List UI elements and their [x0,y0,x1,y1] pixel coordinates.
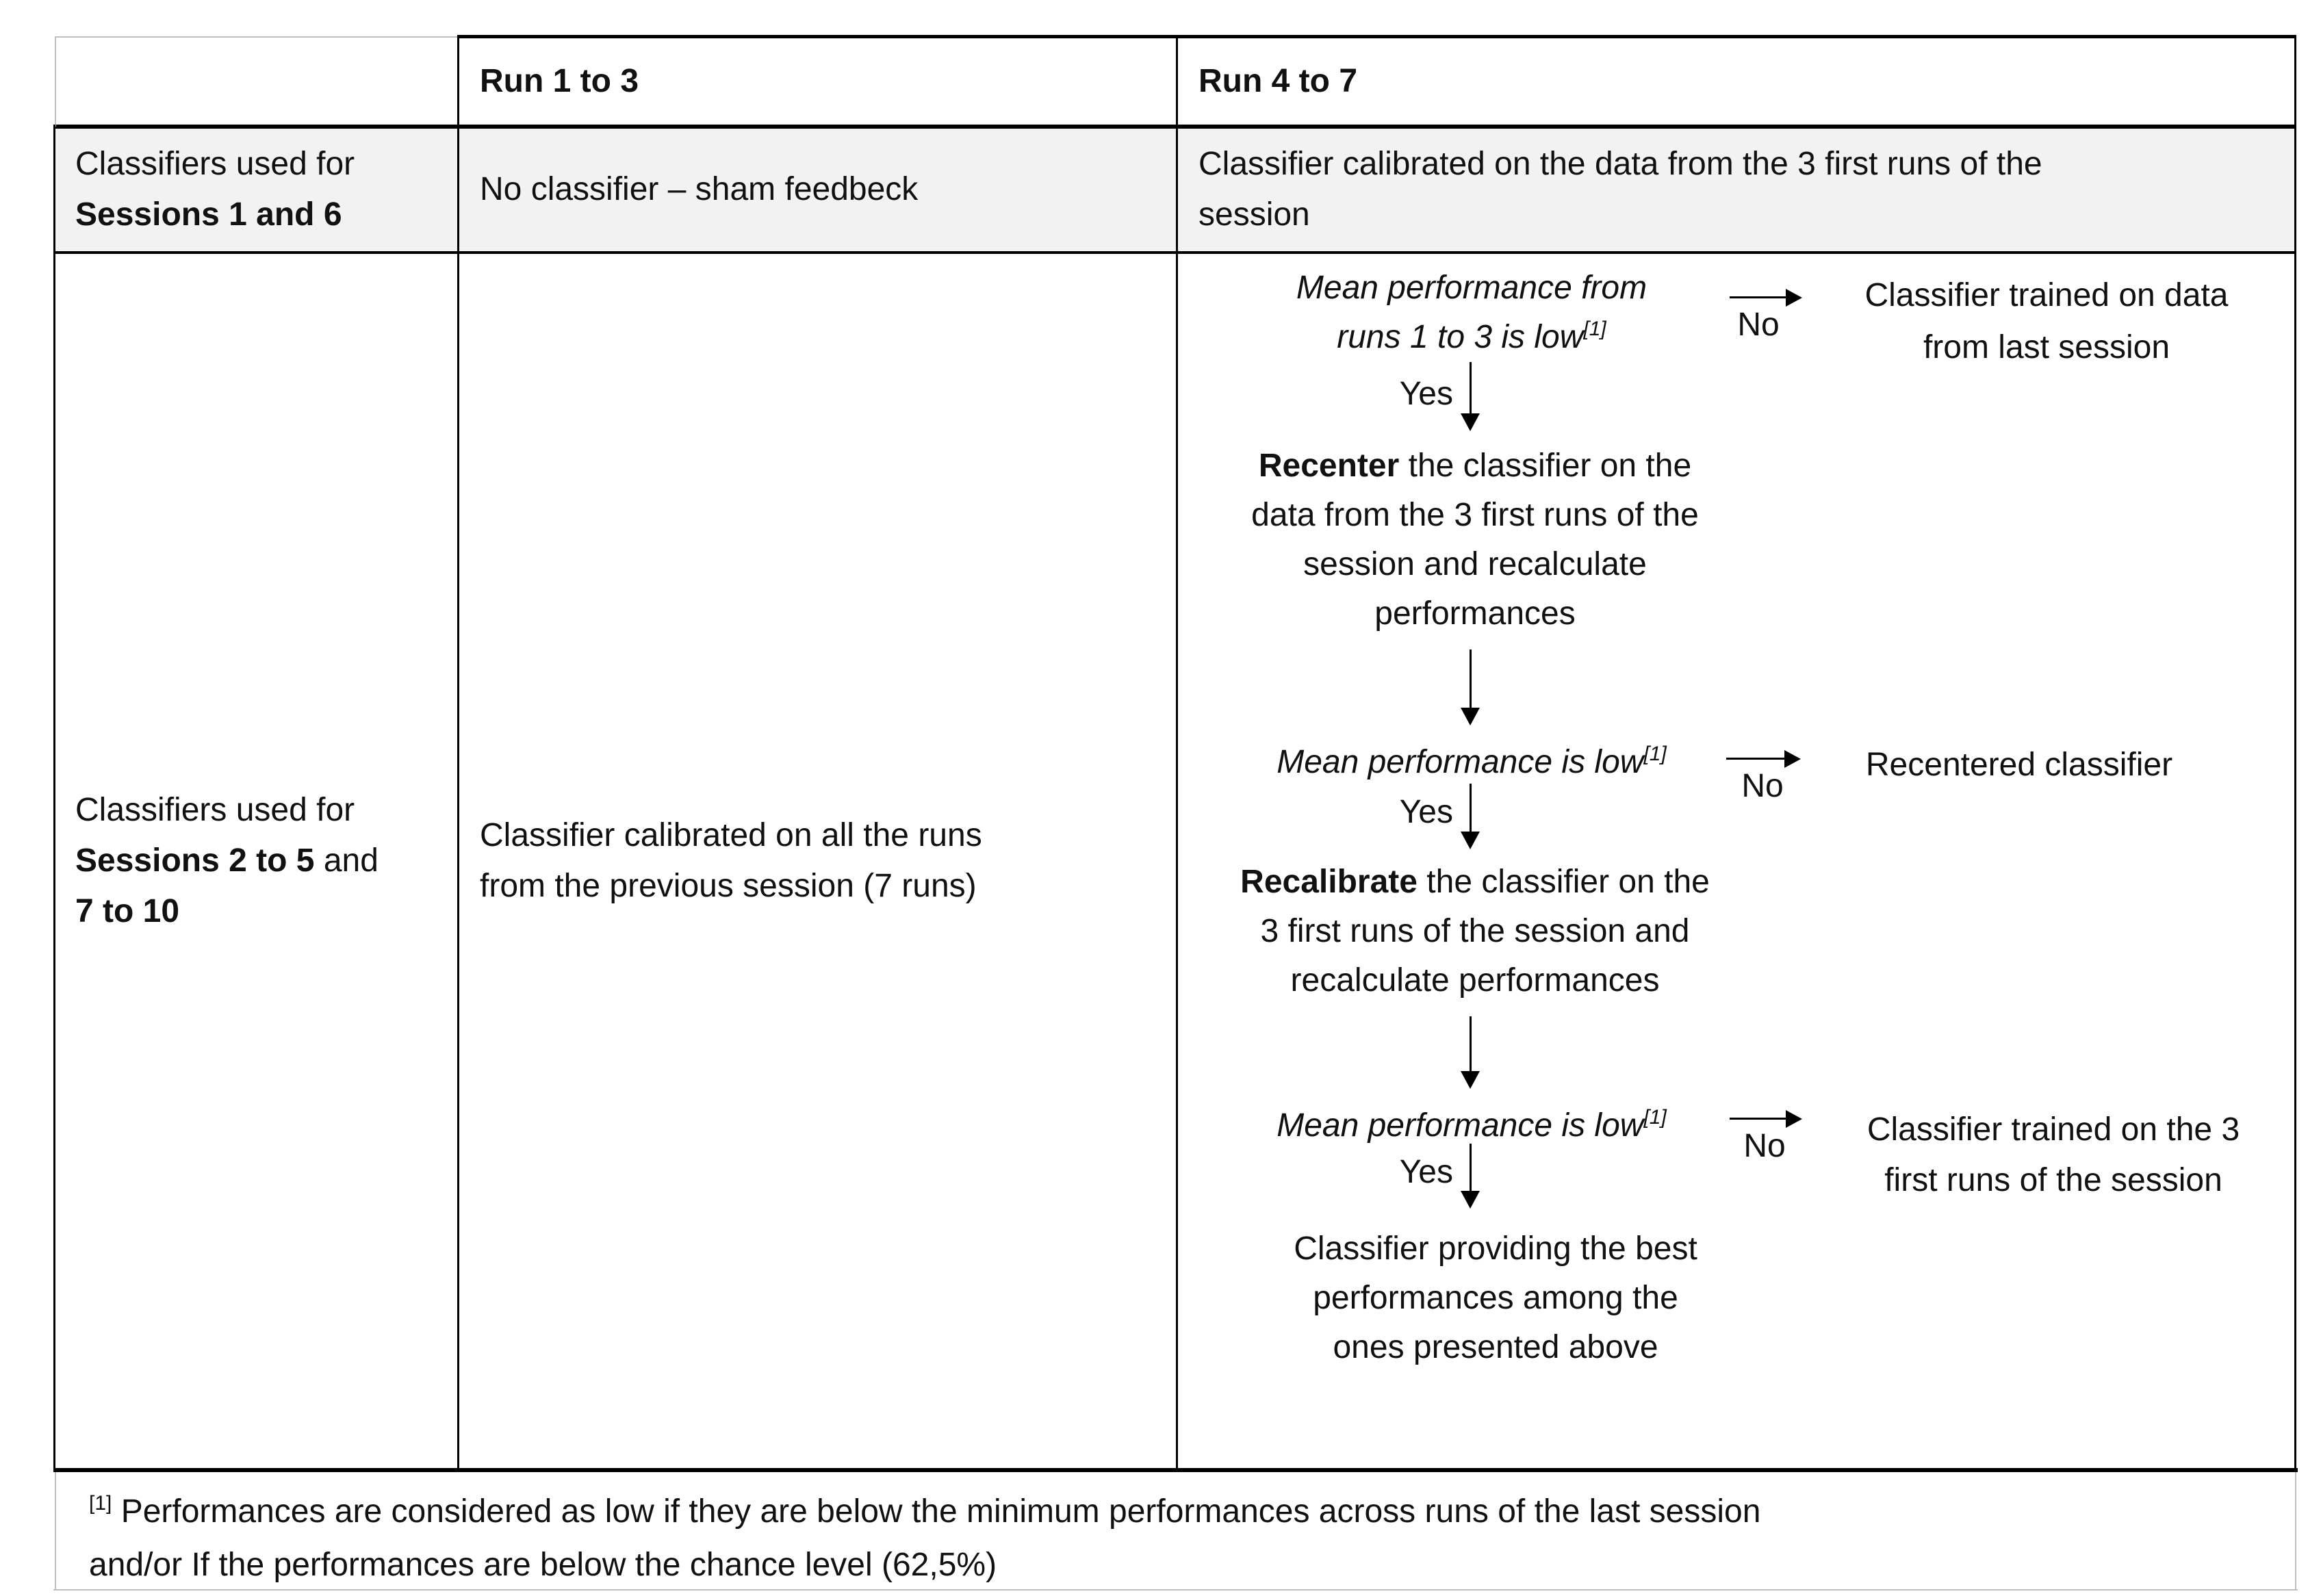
decision2-line: Mean performance is low[1] [1277,743,1667,781]
footnote-line1: [1] Performances are considered as low i… [89,1492,1761,1530]
border-row1-bottom [55,251,2296,254]
border-top [457,35,2296,38]
no1-label: No [1737,307,1780,343]
calibrated-3-first-runs-line2: session [1198,196,1310,233]
no2-label: No [1741,768,1784,804]
action1-line2: data from the 3 first runs of the [1251,497,1699,533]
calibrated-previous-line1: Classifier calibrated on all the runs [480,817,982,853]
row1-background [55,127,2296,253]
connector2-arrow-head-icon [1461,708,1480,725]
header-label-run-1-3: Run 1 to 3 [480,62,639,99]
result2-line: Recentered classifier [1865,747,2173,783]
calibrated-previous-line2: from the previous session (7 runs) [480,868,977,904]
cell-calibrated-previous-session: Classifier calibrated on all the runs fr… [459,254,1175,1468]
footnote-ref-icon: [1] [1643,1106,1667,1129]
sessions-1-6-line2: Sessions 1 and 6 [75,196,342,233]
sessions-2-5-line3: 7 to 10 [75,893,180,929]
result3-line2: first runs of the session [1884,1162,2222,1198]
header-cell-run-1-3: Run 1 to 3 [459,38,1175,125]
yes2-label: Yes [1399,794,1453,830]
final-line1: Classifier providing the best [1294,1231,1697,1267]
no1-arrow-head-icon [1786,289,1802,307]
footnote: [1] Performances are considered as low i… [89,1485,2272,1592]
footnote-ref-icon: [1] [1643,743,1667,765]
no3-arrow-head-icon [1786,1110,1802,1128]
result-trained-last-session: Classifier trained on data from last ses… [1807,270,2286,374]
result1-line2: from last session [1923,329,2170,365]
result1-line1: Classifier trained on data [1864,277,2229,313]
border-left-gray-top [55,36,56,127]
cell-sessions-2-5-and-7-10: Classifiers used for Sessions 2 to 5 and… [56,254,456,1468]
classifier-decision-flowchart: Mean performance from runs 1 to 3 is low… [1177,253,2296,1468]
cell-no-classifier: No classifier – sham feedbeck [459,128,1175,251]
yes3-arrow-line [1470,1144,1472,1191]
header-label-run-4-7: Run 4 to 7 [1198,62,1358,99]
header-cell-run-4-7: Run 4 to 7 [1178,38,2294,125]
footnote-line2: and/or If the performances are below the… [89,1547,997,1583]
footnote-ref-icon: [1] [1583,318,1606,340]
action2-line1: Recalibrate the classifier on the [1240,864,1710,900]
no2-arrow-line [1726,758,1784,760]
border-right [2294,35,2296,1472]
decision1-line1: Mean performance from [1296,270,1647,306]
result-trained-3-first-runs: Classifier trained on the 3 first runs o… [1810,1105,2296,1206]
border-left [53,125,55,1472]
no1-arrow-line [1730,296,1786,298]
border-left-gray-bottom [55,1472,56,1591]
yes1-arrow-head-icon [1461,413,1480,431]
result-recentered-classifier: Recentered classifier [1814,741,2224,790]
border-col2-col3 [1176,35,1178,1472]
border-header-bottom [55,125,2296,129]
action1-line1: Recenter the classifier on the [1258,448,1692,484]
decision-mean-performance-2: Mean performance is low[1] [1198,738,1745,787]
border-top-left-gray [55,36,459,38]
yes3-label: Yes [1399,1154,1453,1190]
decision3-line: Mean performance is low[1] [1277,1106,1667,1144]
yes2-arrow-line [1470,784,1472,832]
no-classifier-text: No classifier – sham feedbeck [480,171,919,207]
no2-arrow-head-icon [1784,750,1801,768]
action1-line4: performances [1374,595,1576,632]
cell-sessions-1-and-6: Classifiers used for Sessions 1 and 6 [56,128,456,251]
connector3-arrow-head-icon [1461,1071,1480,1089]
connector3-arrow-line [1470,1016,1472,1071]
border-right-gray-bottom [2295,1472,2296,1591]
calibrated-3-first-runs-line1: Classifier calibrated on the data from t… [1198,146,2042,182]
action-recenter: Recenter the classifier on the data from… [1177,441,1773,639]
border-footnote-top [53,1468,2298,1472]
decision-mean-performance-3: Mean performance is low[1] [1198,1101,1745,1150]
final-best-classifier: Classifier providing the best performanc… [1211,1224,1780,1372]
sessions-2-5-line1: Classifiers used for [75,792,355,828]
final-line3: ones presented above [1333,1329,1658,1365]
no3-arrow-line [1730,1118,1786,1120]
sessions-2-5-line2: Sessions 2 to 5 and [75,842,379,879]
action2-line2: 3 first runs of the session and [1260,913,1690,949]
yes1-label: Yes [1399,376,1453,412]
yes2-arrow-head-icon [1461,832,1480,849]
decision1-line2: runs 1 to 3 is low[1] [1337,318,1606,356]
border-bottom-gray [53,1589,2298,1591]
action-recalibrate: Recalibrate the classifier on the 3 firs… [1177,858,1773,1005]
sessions-1-6-line1: Classifiers used for [75,146,355,182]
footnote-marker: [1] [89,1492,112,1515]
decision-mean-performance-runs-1-3: Mean performance from runs 1 to 3 is low… [1198,263,1745,362]
yes1-arrow-line [1470,362,1472,413]
action1-line3: session and recalculate [1303,546,1647,582]
final-line2: performances among the [1313,1280,1678,1316]
cell-calibrated-3-first-runs: Classifier calibrated on the data from t… [1178,128,2294,251]
no3-label: No [1743,1128,1786,1164]
action2-line3: recalculate performances [1290,962,1660,999]
result3-line1: Classifier trained on the 3 [1867,1111,2240,1148]
connector2-arrow-line [1470,649,1472,708]
yes3-arrow-head-icon [1461,1191,1480,1209]
border-col1-col2 [457,35,459,1472]
